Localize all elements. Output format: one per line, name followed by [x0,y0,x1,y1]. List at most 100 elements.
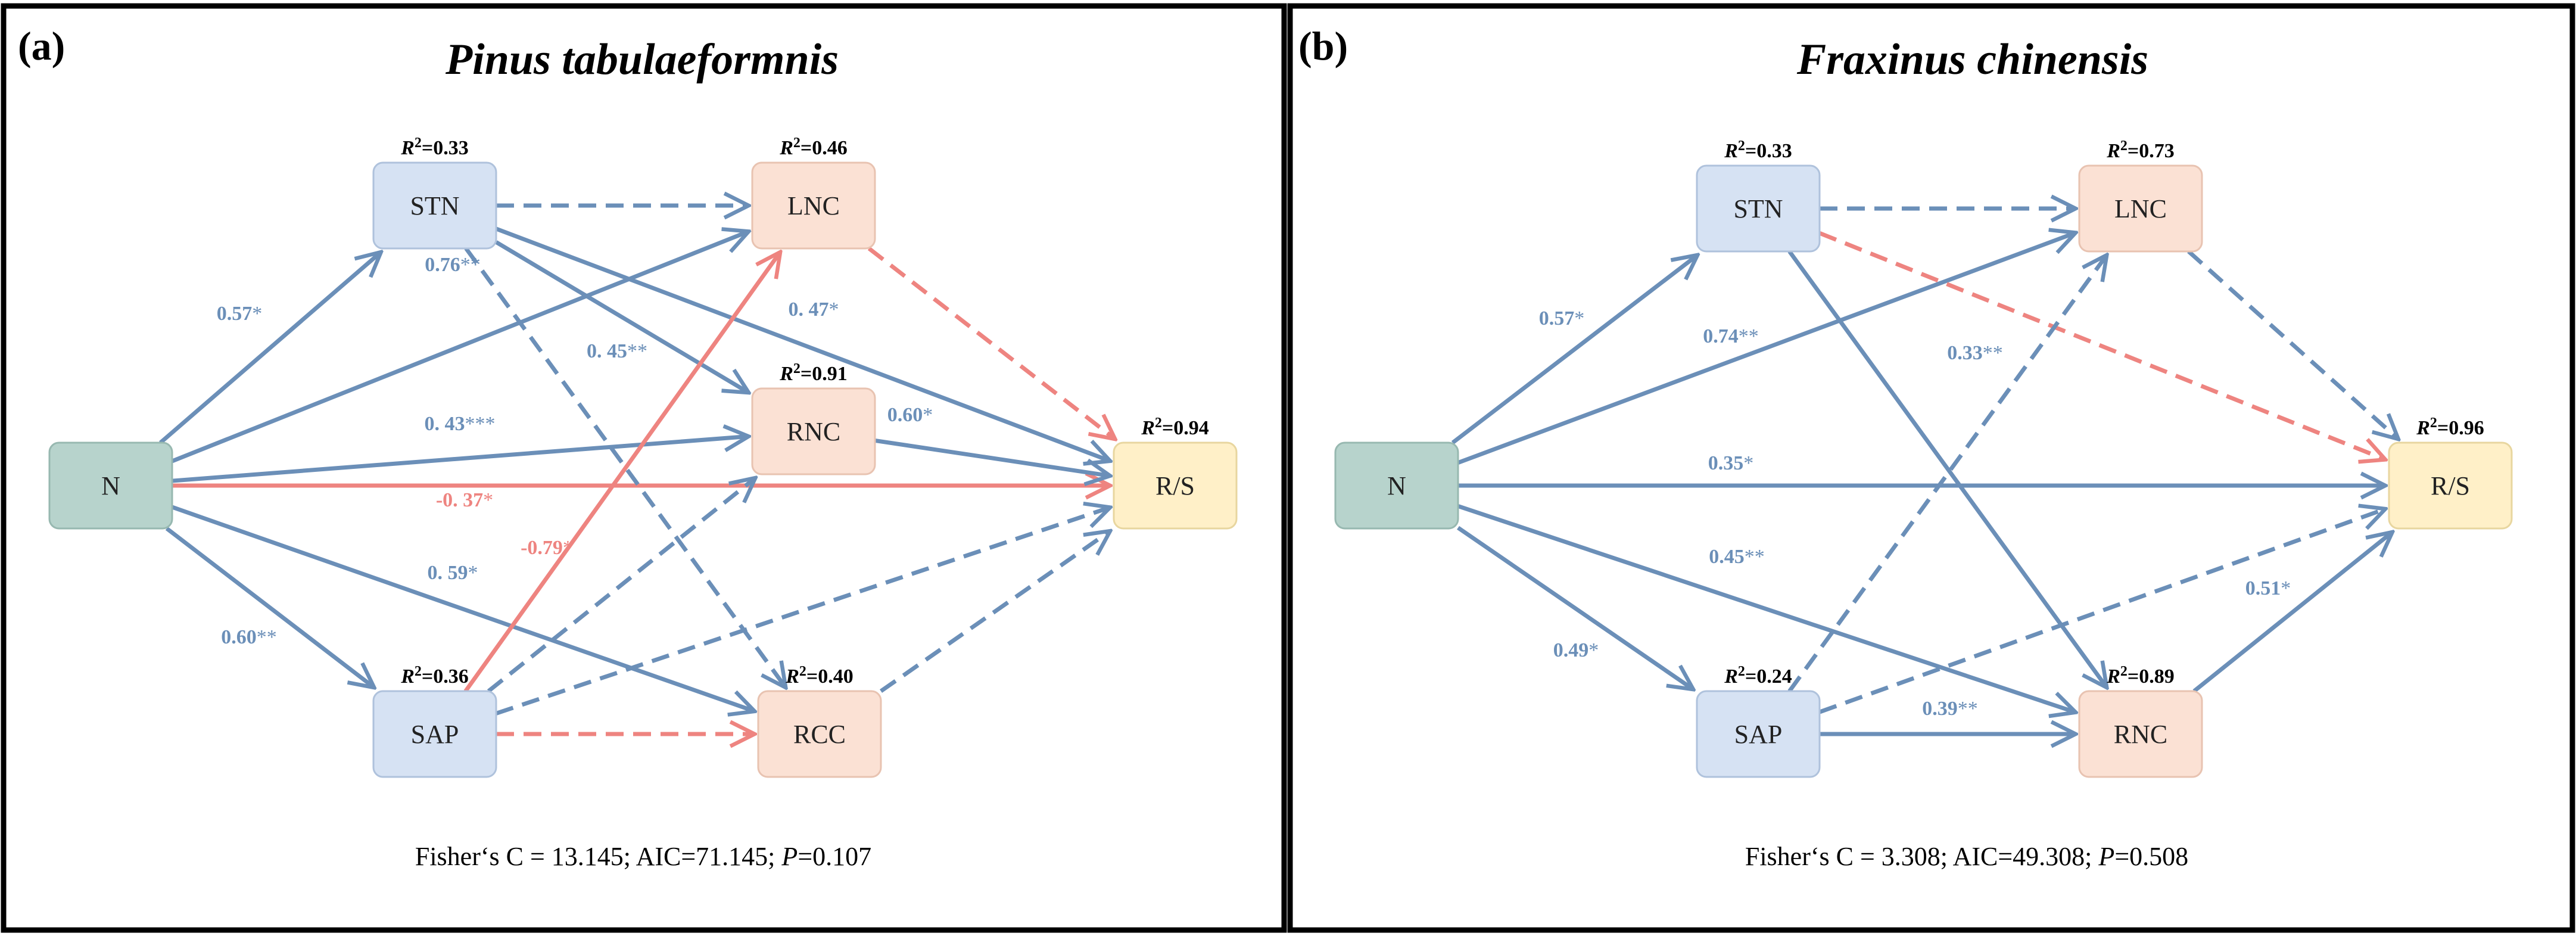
coef-stars: * [923,404,933,426]
panel-b-coef-n-to-rnc: 0.45** [1709,546,1765,568]
r2-superscript: 2 [793,361,800,377]
coef-stars: * [252,303,262,325]
r2-superscript: 2 [2120,664,2128,679]
panel-a-coef-n-to-stn: 0.57* [217,303,263,325]
coef-stars: * [829,298,839,321]
panel-a-node-label-rnc: RNC [787,417,840,446]
panel-a-coef-n-to-lnc: 0.76** [425,254,481,276]
r2-value: =0.94 [1162,417,1209,439]
panel-a-coef-n-to-rnc: 0. 43*** [425,413,496,435]
panel-a-edge-sap-to-rs [495,508,1110,716]
panel-a-edge-n-to-sap [165,527,374,688]
coef-stars: ** [1983,342,2003,364]
r2-symbol: R [2416,417,2430,439]
panel-a-edge-sap-to-rnc [487,478,755,693]
panel-b-node-rs: R/SR2=0.96 [2388,415,2513,530]
panel-a-fit-prefix: Fisher‘s C = 13.145; AIC=71.145; [415,842,782,871]
panel-b-r2-rs: R2=0.96 [2416,415,2484,439]
panel-b-coef-n-to-sap: 0.49* [1553,639,1599,661]
panel-b-edge-sap-to-rs [1818,509,2385,714]
r2-superscript: 2 [799,664,806,679]
coef-stars: ** [460,254,481,276]
panel-a-node-box-rcc [757,690,882,778]
coef-stars: ** [257,626,277,648]
coef-value: 0.57 [1539,307,1575,329]
panel-b-node-label-rnc: RNC [2114,720,2167,749]
panel-a-edge-rcc-to-rs [879,531,1110,693]
panel-b-node-box-lnc [2078,164,2203,253]
panel-b-node-box-rnc [2078,690,2203,778]
panel-a-coef-sap-to-lnc: -0.79* [521,537,573,559]
coef-stars: * [563,537,573,559]
panel-a-p-label: P [781,842,798,871]
panel-a-nodes: NSTNR2=0.33SAPR2=0.36LNCR2=0.46RNCR2=0.9… [48,135,1238,778]
panel-b-edge-stn-to-rs [1818,231,2385,459]
coef-value: 0.35 [1708,452,1744,474]
panel-a-edge-n-to-rcc [171,505,755,711]
panel-b-tag: (b) [1298,23,1348,69]
coef-value: 0.60 [887,404,923,426]
panel-b-node-label-sap: SAP [1734,720,1783,749]
panel-a-r2-rs: R2=0.94 [1141,415,1209,439]
r2-superscript: 2 [1155,415,1162,431]
panel-a-node-label-stn: STN [410,191,459,220]
r2-value: =0.36 [422,666,469,688]
r2-superscript: 2 [1738,138,1745,154]
panel-a-frame [1,3,1287,933]
panel-a-r2-stn: R2=0.33 [400,135,469,159]
panel-a-r2-sap: R2=0.36 [400,664,469,688]
coef-value: 0.60 [221,626,257,648]
panel-a-node-label-n: N [101,471,120,500]
r2-superscript: 2 [793,135,800,151]
panel-a-coef-n-to-sap: 0.60** [221,626,277,648]
panel-b-coefficients: 0.57*0.74**0.35*0.45**0.49*0.33**0.39**0… [1539,307,2291,720]
panel-b-coef-n-to-rs: 0.35* [1708,452,1754,474]
panel-b-coef-n-to-stn: 0.57* [1539,307,1585,329]
panel-a-p-value: =0.107 [798,842,871,871]
panel-b-coef-sap-to-rnc: 0.39** [1922,698,1978,720]
panel-b-nodes: NSTNR2=0.33SAPR2=0.24LNCR2=0.73RNCR2=0.8… [1334,138,2513,778]
panel-a-edge-stn-to-rcc [464,247,786,688]
panel-b-node-box-rs [2388,441,2513,530]
r2-value: =0.33 [422,137,469,159]
panel-a-r2-rnc: R2=0.91 [779,361,848,385]
panel-a-node-stn: STN R2=0.33 [372,135,497,250]
r2-superscript: 2 [2430,415,2437,431]
panel-b-coef-rnc-to-rs: 0.51* [2245,577,2291,599]
coef-stars: * [1588,639,1599,661]
panel-a-coef-n-to-rcc: 0. 59* [428,562,478,584]
panel-b-edge-n-to-sap [1457,525,1693,689]
r2-superscript: 2 [415,135,422,151]
panel-b-coef-stn-to-rnc: 0.33** [1947,342,2003,364]
coef-value: 0. 45 [587,340,627,362]
panel-a-node-rnc: RNC R2=0.91 [751,361,876,475]
r2-value: =0.96 [2437,417,2484,439]
coef-value: -0.79 [521,537,563,559]
r2-symbol: R [2106,140,2120,162]
panel-a-title: Pinus tabulaeformnis [445,35,839,84]
panel-a-edge-rnc-to-rs [874,438,1110,475]
panel-a-r2-lnc: R2=0.46 [779,135,848,159]
r2-symbol: R [1724,666,1738,688]
panel-a-edge-lnc-to-rs [867,247,1115,439]
r2-superscript: 2 [1738,664,1745,679]
panel-a-edges [159,206,1115,734]
r2-superscript: 2 [415,664,422,679]
panel-a-edge-n-to-stn [159,252,381,444]
panel-b-node-box-sap [1696,690,1821,778]
panel-a-node-box-stn [372,161,497,250]
r2-symbol: R [785,666,799,688]
coef-stars: * [2281,577,2291,599]
r2-symbol: R [1141,417,1155,439]
panel-a-coef-rnc-to-rs: 0.60* [887,404,933,426]
coef-value: 0.51 [2245,577,2281,599]
panel-a-fit-statistics: Fisher‘s C = 13.145; AIC=71.145; P=0.107 [415,842,871,871]
coef-value: 0.39 [1922,698,1958,720]
panel-b-node-label-n: N [1387,471,1406,500]
